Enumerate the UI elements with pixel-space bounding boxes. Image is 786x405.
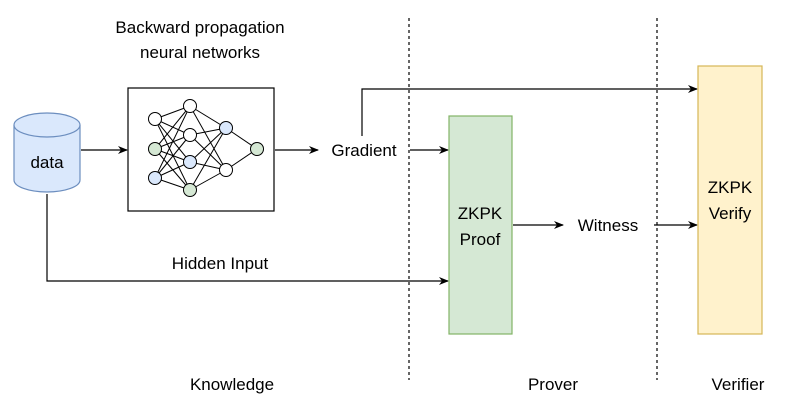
database-icon xyxy=(13,112,81,193)
zkpk-verify-box xyxy=(697,65,763,335)
nn-edge xyxy=(154,105,191,150)
zkpk-proof-line1: ZKPK xyxy=(458,204,503,223)
zkpk-verify-line1: ZKPK xyxy=(708,178,753,197)
nn-edge xyxy=(189,105,227,129)
nn-title-line1: Backward propagation xyxy=(115,18,284,37)
section-verifier: Verifier xyxy=(712,375,765,394)
section-knowledge: Knowledge xyxy=(190,375,274,394)
nn-neuron xyxy=(183,99,197,113)
nn-neuron xyxy=(148,142,162,156)
zkpk-proof-box xyxy=(448,115,513,335)
nn-edge xyxy=(154,118,191,163)
nn-title-line2: neural networks xyxy=(140,43,260,62)
nn-edge xyxy=(154,118,191,191)
zkpk-verify-line2: Verify xyxy=(709,204,752,223)
neural-network-nodes xyxy=(148,99,264,197)
arrow-gradient-to-verify xyxy=(361,85,698,136)
nn-edge xyxy=(154,134,191,179)
hidden-input-label: Hidden Input xyxy=(172,254,269,273)
nn-neuron xyxy=(250,142,264,156)
nn-edge xyxy=(189,105,227,171)
witness-label: Witness xyxy=(578,216,638,235)
nn-neuron xyxy=(183,155,197,169)
nn-neuron xyxy=(148,171,162,185)
nn-neuron xyxy=(148,112,162,126)
nn-edge xyxy=(189,134,227,171)
zkpk-proof-line2: Proof xyxy=(460,230,501,249)
nn-edge xyxy=(154,105,191,179)
section-prover: Prover xyxy=(528,375,578,394)
nn-neuron xyxy=(219,121,233,135)
nn-edge xyxy=(189,127,227,163)
gradient-label: Gradient xyxy=(331,141,396,160)
arrow-hidden-input-to-proof xyxy=(46,194,449,285)
nn-edge xyxy=(189,127,227,191)
nn-neuron xyxy=(183,128,197,142)
nn-neuron xyxy=(219,163,233,177)
data-label: data xyxy=(30,153,64,172)
nn-neuron xyxy=(183,183,197,197)
